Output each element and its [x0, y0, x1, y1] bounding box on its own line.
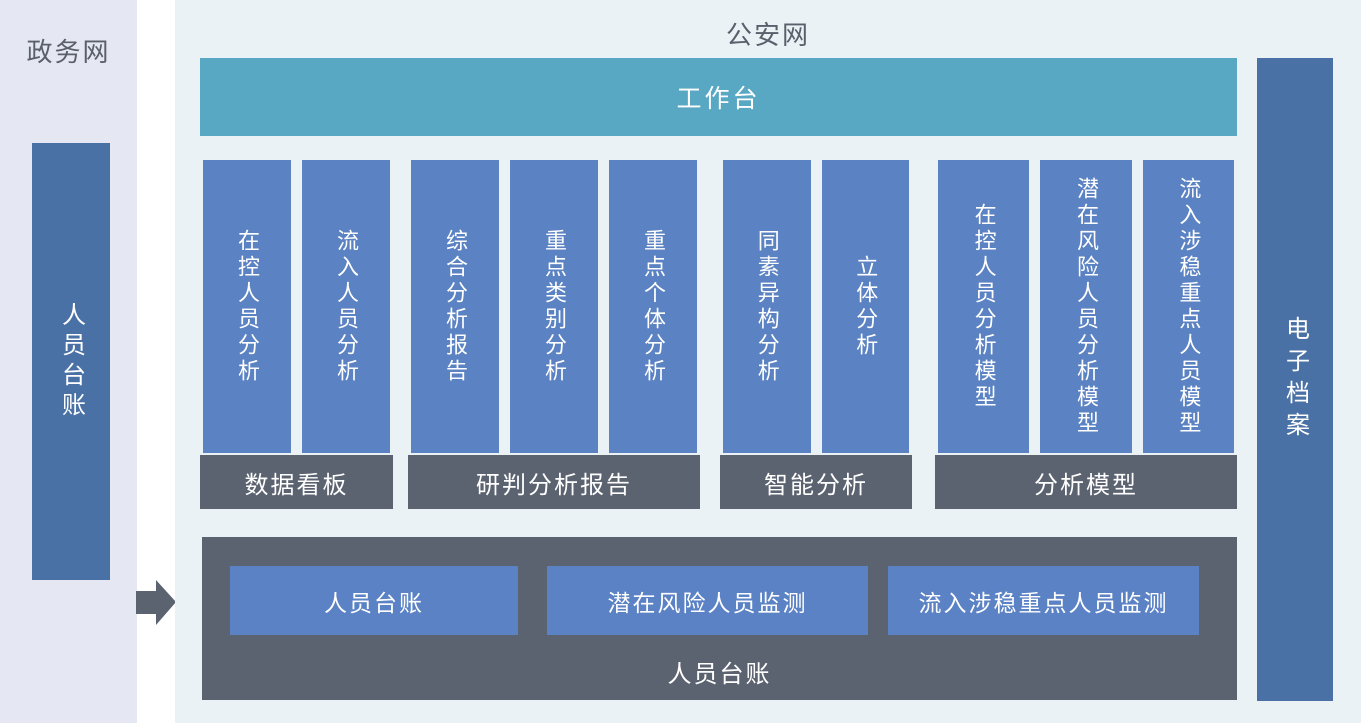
personnel-ledger-buttons: 人员台账 潜在风险人员监测 流入涉稳重点人员监测: [202, 537, 1237, 635]
group-label-analysis-model: 分析模型: [935, 455, 1237, 509]
module-bar: 重点类别分析: [510, 160, 598, 453]
module-bar: 在控人员分析模型: [938, 160, 1030, 453]
electronic-archive-bar-label: 电子档案: [1281, 315, 1309, 444]
group-label-intelligent-analysis: 智能分析: [720, 455, 912, 509]
module-bar-label: 在控人员分析模型: [971, 202, 997, 411]
module-bar: 流入涉稳重点人员模型: [1142, 160, 1234, 453]
personnel-ledger-button: 人员台账: [230, 566, 518, 635]
module-bar-label: 潜在风险人员分析模型: [1073, 176, 1099, 437]
group-analysis-report-bars: 综合分析报告 重点类别分析 重点个体分析: [408, 160, 700, 453]
workbench-label: 工作台: [676, 85, 761, 113]
public-security-network-title: 公安网: [725, 20, 810, 50]
group-analysis-model: 在控人员分析模型 潜在风险人员分析模型 流入涉稳重点人员模型 分析模型: [935, 160, 1237, 509]
module-bar: 同素异构分析: [723, 160, 811, 453]
module-bar: 重点个体分析: [609, 160, 697, 453]
module-bar-label: 重点个体分析: [641, 228, 666, 385]
government-network-title: 政务网: [26, 37, 111, 67]
flow-arrow-icon: [136, 580, 176, 626]
personnel-ledger-panel-label: 人员台账: [667, 661, 772, 688]
public-security-network-panel: 公安网 工作台 在控人员分析 流入人员分析 数据看板 综合分析报告 重点类别分析…: [175, 0, 1361, 723]
module-bar-label: 同素异构分析: [754, 228, 780, 385]
module-bar-label: 立体分析: [853, 254, 879, 359]
module-bar-label: 流入涉稳重点人员模型: [1176, 176, 1202, 437]
group-label-data-dashboard: 数据看板: [200, 455, 393, 509]
group-intelligent-analysis-bars: 同素异构分析 立体分析: [720, 160, 912, 453]
module-bar-label: 重点类别分析: [542, 228, 567, 385]
module-bar: 在控人员分析: [203, 160, 291, 453]
personnel-ledger-side-bar: 人员台账: [32, 143, 110, 580]
workbench-bar: 工作台: [200, 58, 1237, 136]
module-bar-label: 综合分析报告: [443, 228, 468, 385]
personnel-ledger-panel: 人员台账 潜在风险人员监测 流入涉稳重点人员监测 人员台账: [202, 537, 1237, 700]
group-analysis-model-bars: 在控人员分析模型 潜在风险人员分析模型 流入涉稳重点人员模型: [935, 160, 1237, 453]
electronic-archive-bar: 电子档案: [1257, 58, 1333, 701]
group-intelligent-analysis: 同素异构分析 立体分析 智能分析: [720, 160, 912, 509]
group-analysis-report: 综合分析报告 重点类别分析 重点个体分析 研判分析报告: [408, 160, 700, 509]
module-bar: 流入人员分析: [302, 160, 390, 453]
module-bar: 综合分析报告: [411, 160, 499, 453]
module-bar-label: 在控人员分析: [235, 228, 260, 385]
group-data-dashboard-bars: 在控人员分析 流入人员分析: [200, 160, 393, 453]
group-data-dashboard: 在控人员分析 流入人员分析 数据看板: [200, 160, 393, 509]
module-bar-label: 流入人员分析: [334, 228, 359, 385]
module-bar: 立体分析: [821, 160, 909, 453]
personnel-ledger-side-bar-label: 人员台账: [57, 301, 85, 422]
group-label-analysis-report: 研判分析报告: [408, 455, 700, 509]
inflow-key-personnel-monitoring-button: 流入涉稳重点人员监测: [888, 566, 1199, 635]
potential-risk-monitoring-button: 潜在风险人员监测: [547, 566, 868, 635]
module-bar: 潜在风险人员分析模型: [1040, 160, 1132, 453]
government-network-panel: 政务网 人员台账: [0, 0, 137, 723]
